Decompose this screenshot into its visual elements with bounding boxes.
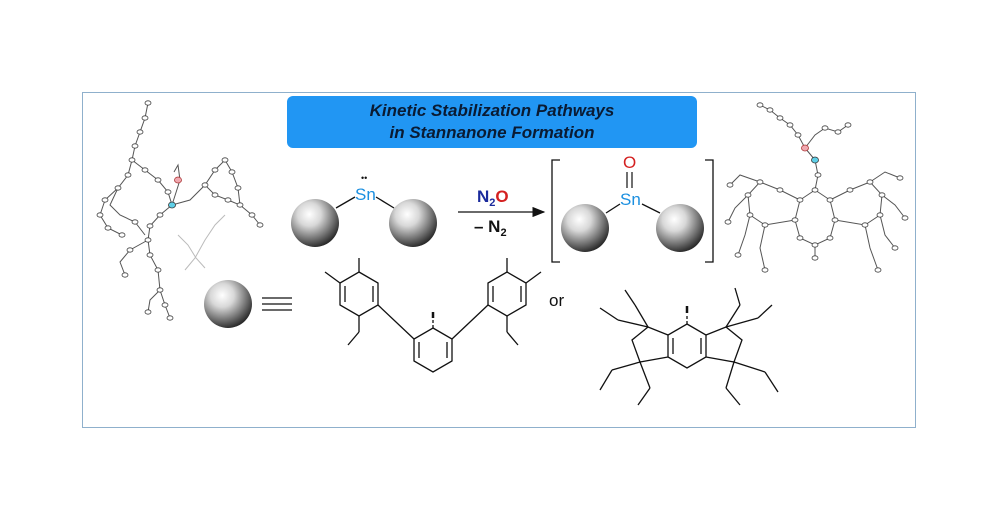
- tin-atom-right: [811, 156, 819, 164]
- title-banner: Kinetic Stabilization Pathways in Stanna…: [287, 96, 697, 148]
- eind-substituent: [599, 287, 779, 406]
- left-mesityl-ring: [339, 271, 379, 317]
- oxygen-atom-left: [174, 176, 182, 184]
- reactant-ball-left: [291, 199, 339, 247]
- product-bond-right: [641, 203, 661, 214]
- reactant-stannylene: Sn ••: [291, 173, 437, 247]
- eind-left-ring: [631, 326, 669, 363]
- central-ring: [413, 327, 453, 373]
- reagent-above: N2O: [477, 187, 509, 209]
- product-sn-label: Sn: [620, 190, 641, 209]
- reagent-below: – N2: [474, 217, 507, 239]
- terphenyl-substituent: [324, 258, 542, 373]
- product-ball-right: [656, 204, 704, 252]
- crystal-atoms-right: [724, 102, 909, 273]
- substituent-legend: [204, 280, 292, 328]
- bracket-right: [705, 159, 714, 263]
- or-label: or: [549, 291, 564, 310]
- eind-central-ring: [667, 323, 707, 369]
- reactant-bond-right: [375, 196, 395, 209]
- oxygen-atom-right: [801, 144, 809, 152]
- reactant-sn-label: Sn: [355, 185, 376, 204]
- product-ball-left: [561, 204, 609, 252]
- product-o-label: O: [623, 153, 636, 172]
- right-mesityl-ring: [487, 271, 527, 317]
- legend-ball: [204, 280, 252, 328]
- title-line-1: Kinetic Stabilization Pathways: [369, 101, 615, 120]
- reaction-arrow: N2O – N2: [458, 187, 546, 239]
- title-line-2: in Stannanone Formation: [389, 123, 595, 142]
- reactant-ball-right: [389, 199, 437, 247]
- lone-pair-dots: ••: [361, 173, 367, 183]
- product-bond-left: [605, 203, 621, 214]
- reactant-bond-left: [335, 196, 356, 209]
- eind-right-ring: [705, 326, 743, 363]
- crystal-atoms-left: [96, 100, 264, 321]
- bracket-left: [551, 159, 560, 263]
- product-stannanone: Sn O: [551, 153, 714, 263]
- tin-atom-left: [168, 201, 176, 209]
- figure-frame: [82, 92, 916, 428]
